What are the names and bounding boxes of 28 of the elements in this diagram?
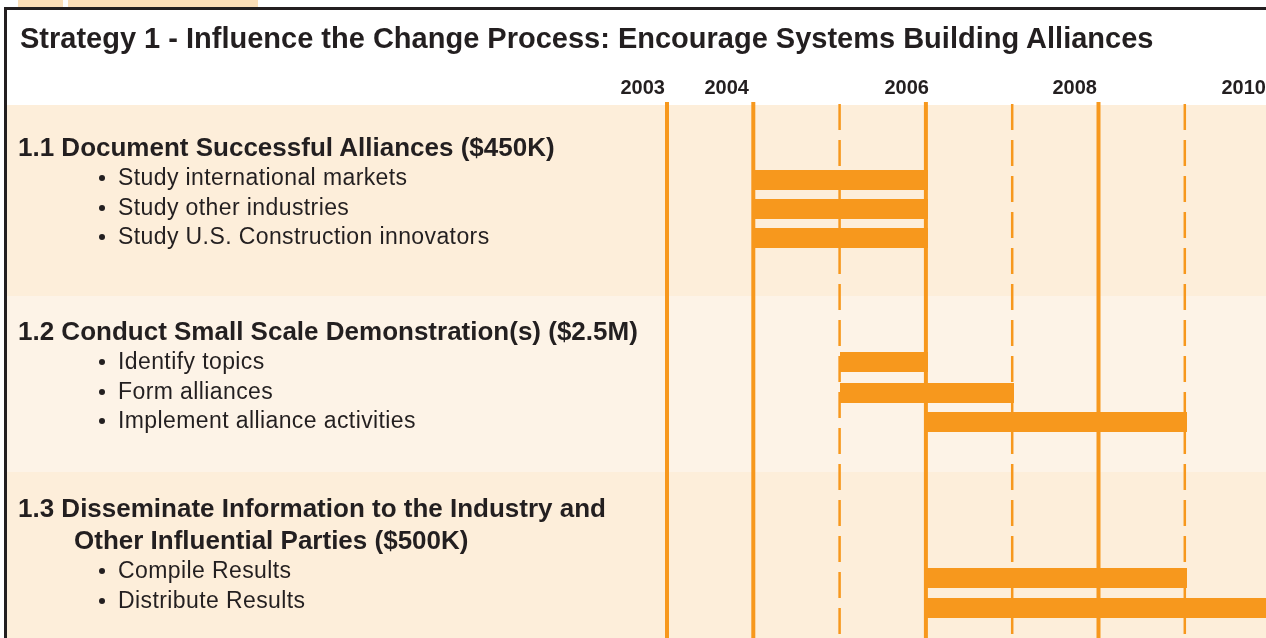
year-label: 2008 [1052,76,1097,99]
chart-title: Strategy 1 - Influence the Change Process: Encourage Systems Building Alliances [20,22,1154,55]
timeline-bar [925,412,1187,432]
task-item: Implement alliance activities [118,407,416,433]
task-item: Form alliances [118,377,274,404]
task-item: Distribute Results [118,586,306,613]
timeline-bar [925,568,1187,588]
task-item: Study international markets [118,164,408,190]
task-item: Identify topics [118,348,265,374]
task-item: Study U.S. Construction innovators [118,223,490,249]
section-band [7,296,1266,472]
year-label: 2004 [704,76,749,99]
task-item: Compile Results [118,557,292,583]
timeline-bar [753,228,928,248]
timeline-bar [925,598,1266,618]
timeline-bar [839,352,928,372]
timeline-bar [753,170,928,190]
task-item: Study other industries [118,193,350,220]
timeline-bar [753,199,928,219]
section-heading: 1.1 Document Successful Alliances ($450K) [18,131,556,163]
section-heading: 1.3 Disseminate Information to the Industry and Other Influential Parties ($500K) [18,492,607,556]
year-label: 2010 [1221,76,1266,99]
section-band [7,472,1266,638]
year-label: 2003 [620,76,665,99]
timeline-bar [839,383,1015,403]
section-band [7,105,1266,296]
year-label: 2006 [884,76,929,99]
section-heading: 1.2 Conduct Small Scale Demonstration(s) ($2.5M) [18,315,639,347]
